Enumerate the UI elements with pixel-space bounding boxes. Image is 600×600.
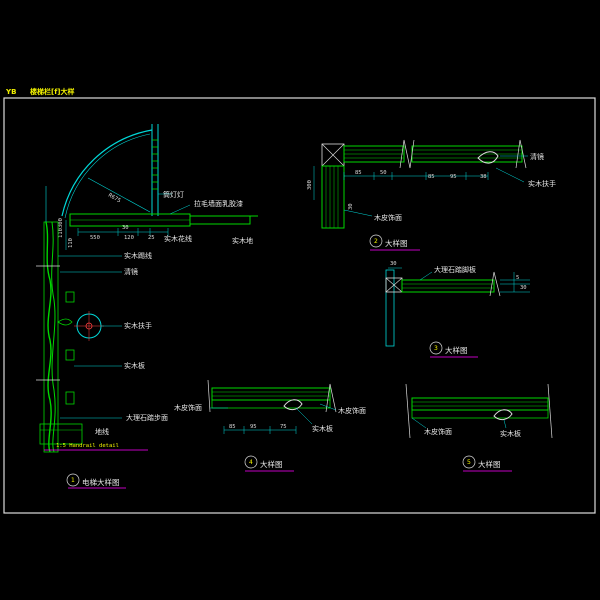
radius-dim: R675 xyxy=(107,193,121,205)
drawing-frame xyxy=(3,97,596,514)
detail-4-title: 大样图 xyxy=(260,459,283,469)
svg-text:95: 95 xyxy=(450,174,457,180)
detail-3: 30 5 30 大理石踏脚板 3 大样图 xyxy=(385,261,530,358)
label-top-finish: 拉毛墙面乳胶漆 xyxy=(194,199,243,208)
railing-arc xyxy=(61,129,153,217)
svg-text:85: 85 xyxy=(428,174,435,180)
svg-text:110: 110 xyxy=(58,228,64,238)
label-base-line: 地线 xyxy=(95,427,109,436)
label-solid-wood-board: 实木板 xyxy=(124,361,145,370)
label-d4-solid-wood: 实木板 xyxy=(312,424,333,433)
svg-text:300: 300 xyxy=(58,218,64,228)
svg-text:50: 50 xyxy=(380,170,387,176)
detail-1-title: 电梯大样图 xyxy=(82,477,120,487)
label-d3-marble: 大理石踏脚板 xyxy=(434,265,476,274)
svg-text:85: 85 xyxy=(355,170,362,176)
svg-text:75: 75 xyxy=(280,424,287,430)
svg-text:30: 30 xyxy=(520,285,527,291)
detail-5: 木皮饰面 实木板 5 大样图 xyxy=(405,383,553,472)
detail-1: R675 300 110 110 550 30 120 25 xyxy=(36,124,258,489)
svg-text:38: 38 xyxy=(480,174,487,180)
svg-text:95: 95 xyxy=(250,424,257,430)
post-ladder xyxy=(152,139,158,190)
svg-text:30: 30 xyxy=(390,261,397,267)
label-d5-veneer: 木皮饰面 xyxy=(424,427,452,436)
label-d2-glass: 清镜 xyxy=(530,152,544,161)
svg-text:5: 5 xyxy=(516,275,519,281)
label-marble-stone: 大理石踏步面 xyxy=(126,413,168,422)
small-note: 1:5 Handrail detail xyxy=(56,443,119,449)
label-lamp: 筒灯灯 xyxy=(163,190,184,199)
detail-4: 85 95 75 木皮饰面 木皮饰面 实木板 4 大样图 xyxy=(174,379,366,472)
svg-text:5: 5 xyxy=(467,459,471,466)
label-solid-wood-handrail: 实木扶手 xyxy=(124,321,152,330)
label-solid-wood-line: 实木花线 xyxy=(164,234,192,243)
label-d4-veneer-left: 木皮饰面 xyxy=(174,403,202,412)
svg-text:4: 4 xyxy=(249,459,253,466)
sheet-code: YB xyxy=(5,88,16,96)
detail-5-title: 大样图 xyxy=(478,459,501,469)
svg-text:25: 25 xyxy=(148,235,155,241)
svg-text:3: 3 xyxy=(434,345,438,352)
svg-text:30: 30 xyxy=(122,225,129,231)
label-d2-handrail: 实木扶手 xyxy=(528,179,556,188)
detail-2-title: 大样图 xyxy=(385,238,408,248)
sheet-title: 楼梯栏[f]大样 xyxy=(30,87,74,96)
svg-text:1: 1 xyxy=(71,477,75,484)
label-solid-wood-step: 实木地 xyxy=(232,236,253,245)
svg-text:120: 120 xyxy=(124,235,134,241)
svg-text:30: 30 xyxy=(348,203,354,210)
svg-text:300: 300 xyxy=(307,180,313,190)
svg-text:550: 550 xyxy=(90,235,100,241)
svg-text:85: 85 xyxy=(229,424,236,430)
label-d4-veneer-right: 木皮饰面 xyxy=(338,406,366,415)
label-d5-solid-wood: 实木板 xyxy=(500,429,521,438)
label-solid-wood-skirting: 实木踢线 xyxy=(124,251,152,260)
detail-3-title: 大样图 xyxy=(445,345,468,355)
svg-text:2: 2 xyxy=(374,238,378,245)
detail-2: 300 30 85 50 85 95 38 清镜 实木扶手 木皮饰面 2 大样图 xyxy=(307,139,556,251)
svg-text:110: 110 xyxy=(68,238,74,248)
label-d2-veneer: 木皮饰面 xyxy=(374,213,402,222)
label-glass: 清镜 xyxy=(124,267,138,276)
